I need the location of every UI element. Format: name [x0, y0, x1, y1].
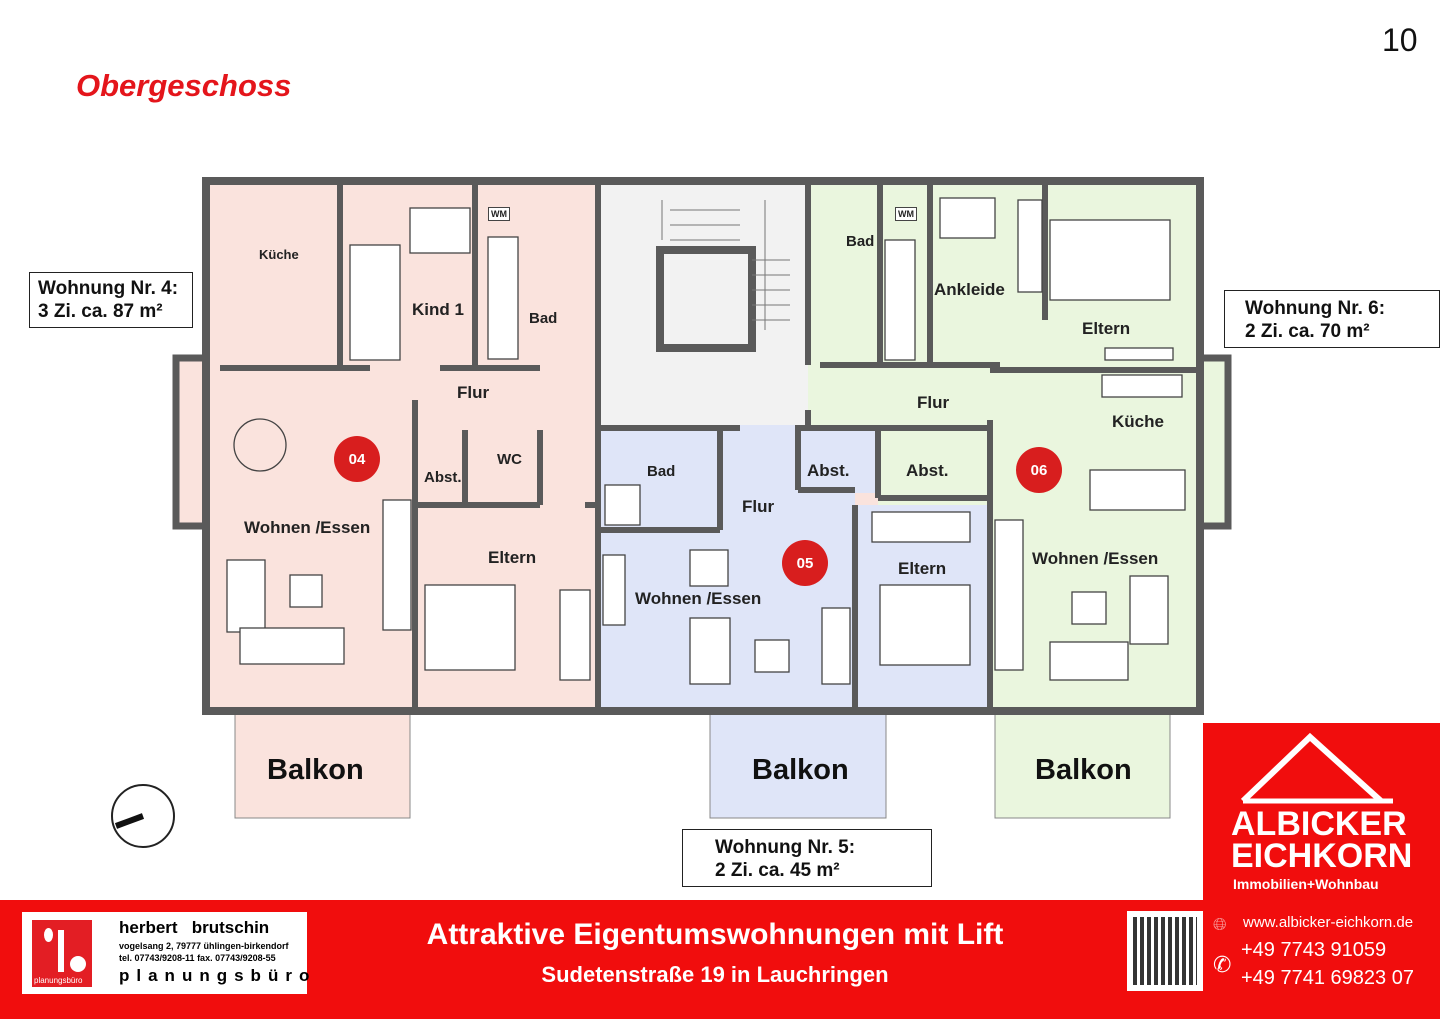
- washing-machine-04: WM: [488, 207, 510, 221]
- room-ankleide-06: Ankleide: [934, 280, 1005, 299]
- brand-line2: EICHKORN: [1231, 837, 1413, 875]
- room-abst-04: Abst.: [424, 469, 462, 486]
- unit-info-04-line2: 3 Zi. ca. 87 m²: [38, 301, 163, 322]
- unit-info-05-line1: Wohnung Nr. 5:: [715, 837, 856, 858]
- room-kueche-04: Küche: [259, 247, 299, 262]
- planner-logo-text: planungsbüro: [34, 976, 83, 985]
- balcony-label-05: Balkon: [752, 754, 849, 786]
- unit-info-05-line2: 2 Zi. ca. 45 m²: [715, 860, 840, 881]
- unit-info-05: Wohnung Nr. 5: 2 Zi. ca. 45 m²: [682, 829, 932, 887]
- roof-icon: [1240, 732, 1393, 804]
- room-kind1: Kind 1: [412, 300, 464, 319]
- room-bad-04: Bad: [529, 310, 558, 327]
- unit-badge-04: 04: [334, 436, 380, 482]
- footer-headline: Attraktive Eigentumswohnungen mit Lift: [426, 918, 1004, 951]
- room-eltern-06: Eltern: [1082, 319, 1131, 338]
- planner-logo: planungsbüro: [32, 920, 92, 987]
- unit-info-06: Wohnung Nr. 6: 2 Zi. ca. 70 m²: [1224, 290, 1440, 348]
- phone-icon: ✆: [1213, 952, 1232, 977]
- room-bad-06: Bad: [846, 233, 875, 250]
- website-link[interactable]: www.albicker-eichkorn.de: [1243, 914, 1414, 931]
- room-abst-05: Abst.: [807, 461, 850, 480]
- balcony-label-06: Balkon: [1035, 754, 1132, 786]
- room-flur-04: Flur: [457, 383, 490, 402]
- planner-phone-fax: tel. 07743/9208-11 fax. 07743/9208-55: [119, 953, 276, 963]
- room-kueche-06: Küche: [1112, 412, 1164, 431]
- brand-line1: ALBICKER: [1231, 805, 1407, 843]
- floor-title: Obergeschoss: [76, 68, 292, 103]
- room-flur-05: Flur: [742, 497, 775, 516]
- phone-2[interactable]: +49 7741 69823 07: [1241, 967, 1414, 989]
- unit-info-04: Wohnung Nr. 4: 3 Zi. ca. 87 m²: [29, 272, 193, 328]
- balcony-label-04: Balkon: [267, 754, 364, 786]
- unit-05-abst: [798, 425, 878, 493]
- unit-info-06-line1: Wohnung Nr. 6:: [1245, 298, 1386, 319]
- room-eltern-05: Eltern: [898, 559, 947, 578]
- room-flur-06: Flur: [917, 393, 950, 412]
- unit-info-06-line2: 2 Zi. ca. 70 m²: [1245, 321, 1370, 342]
- balcony-05: [709, 711, 887, 819]
- room-eltern-04: Eltern: [488, 548, 537, 567]
- unit-badge-06: 06: [1016, 447, 1062, 493]
- planner-card: planungsbüro herbert brutschin vogelsang…: [22, 912, 309, 994]
- phone-1[interactable]: +49 7743 91059: [1241, 939, 1387, 961]
- room-bad-05: Bad: [647, 463, 676, 480]
- qr-code[interactable]: [1127, 911, 1203, 991]
- room-wohnen-05: Wohnen /Essen: [635, 589, 762, 608]
- room-wc-04: WC: [497, 451, 522, 468]
- footer-address: Sudetenstraße 19 in Lauchringen: [541, 962, 889, 987]
- balcony-04: [234, 711, 411, 819]
- globe-icon: 🌐︎: [1213, 915, 1227, 934]
- page-number: 10: [1382, 22, 1418, 58]
- brand-line3: Immobilien+Wohnbau: [1233, 876, 1379, 892]
- unit-info-04-line1: Wohnung Nr. 4:: [38, 278, 179, 299]
- planner-name: herbert brutschin: [119, 918, 270, 937]
- room-abst-06: Abst.: [906, 461, 949, 480]
- room-wohnen-04: Wohnen /Essen: [244, 518, 371, 537]
- floor-plan: [111, 177, 1232, 848]
- brand-logo: ALBICKER EICHKORN Immobilien+Wohnbau: [1203, 723, 1440, 903]
- balcony-06: [994, 711, 1171, 819]
- compass-icon: [111, 784, 175, 848]
- planner-address: vogelsang 2, 79777 ühlingen-birkendorf: [119, 941, 289, 951]
- room-wohnen-06: Wohnen /Essen: [1032, 549, 1159, 568]
- unit-badge-05: 05: [782, 540, 828, 586]
- washing-machine-06: WM: [895, 207, 917, 221]
- planner-tagline: planungsbüro: [119, 966, 317, 985]
